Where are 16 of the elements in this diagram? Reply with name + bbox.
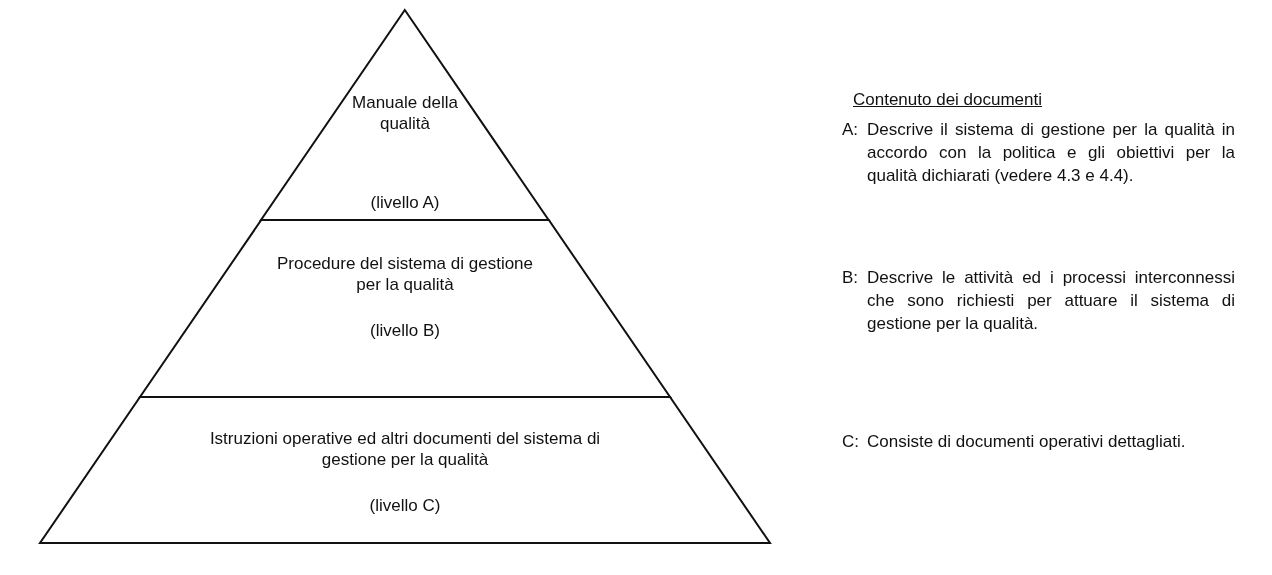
- pyramid-tier: [261, 10, 549, 220]
- tier-level: (livello C): [369, 495, 441, 516]
- pyramid-tier: [139, 220, 670, 397]
- tier-title: Procedure del sistema di gestione per la qualità: [275, 253, 535, 295]
- description-text: Descrive il sistema di gestione per la qualità in accordo con la politica e gli obiettivi per la qualità dichiarati (vedere 4.3 e 4.4).: [867, 119, 1235, 187]
- tier-level: (livello B): [370, 320, 440, 341]
- description-text: Descrive le attività ed i processi interconnessi che sono richiesti per attuare il sistema di gestione per la qualità.: [867, 267, 1235, 335]
- tier-level: (livello A): [370, 192, 440, 213]
- legend-heading: Contenuto dei documenti: [853, 89, 1043, 111]
- tier-title: Manuale della qualità: [351, 92, 459, 134]
- pyramid-tier: [40, 397, 770, 543]
- item-letter: B:: [842, 267, 859, 289]
- item-letter: C:: [842, 431, 859, 453]
- tier-title: Istruzioni operative ed altri documenti del sistema di gestione per la qualità: [208, 428, 602, 470]
- item-letter: A:: [842, 119, 859, 141]
- description-text: Consiste di documenti operativi dettagliati.: [867, 431, 1187, 453]
